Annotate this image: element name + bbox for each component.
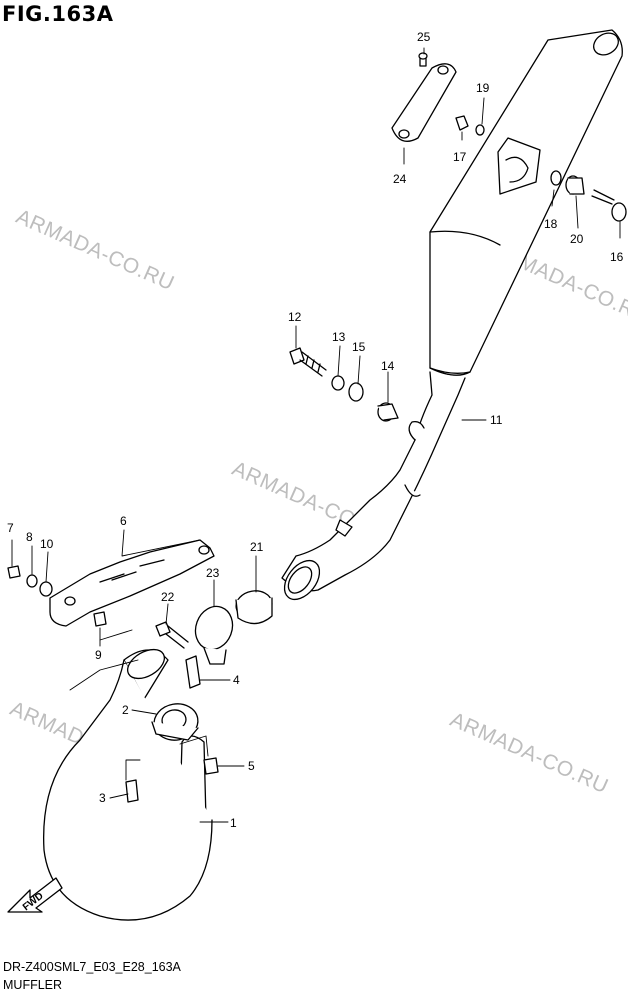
exhaust-pipe — [42, 648, 219, 921]
part-label-12: 12 — [288, 310, 302, 324]
mount-hardware-upper — [455, 115, 627, 222]
part-label-13: 13 — [332, 330, 346, 344]
part-label-5: 5 — [248, 759, 255, 773]
part-label-10: 10 — [40, 537, 54, 551]
part-label-9: 9 — [95, 648, 102, 662]
part-label-2: 2 — [122, 703, 129, 717]
part-label-7: 7 — [7, 521, 14, 535]
part-label-6: 6 — [120, 514, 127, 528]
part-label-17: 17 — [453, 150, 467, 164]
part-label-25: 25 — [417, 30, 431, 44]
part-label-3: 3 — [99, 791, 106, 805]
part-label-8: 8 — [26, 530, 33, 544]
part-label-15: 15 — [352, 340, 366, 354]
figure-title: FIG.163A — [2, 2, 114, 26]
figure-code: DR-Z400SML7_E03_E28_163A — [3, 960, 181, 974]
part-label-4: 4 — [233, 673, 240, 687]
part-label-19: 19 — [476, 81, 490, 95]
part-label-1: 1 — [230, 816, 237, 830]
part-label-22: 22 — [161, 590, 175, 604]
part-label-11: 11 — [490, 413, 503, 427]
muffler-bracket — [391, 52, 457, 142]
part-label-21: 21 — [250, 540, 264, 554]
muffler-body — [281, 29, 623, 601]
leader-lines — [11, 47, 621, 823]
part-label-23: 23 — [206, 566, 220, 580]
fwd-arrow-icon — [7, 877, 63, 913]
part-label-20: 20 — [570, 232, 584, 246]
mount-hardware-middle — [289, 347, 399, 422]
part-label-16: 16 — [610, 250, 624, 264]
part-label-18: 18 — [544, 217, 558, 231]
heat-shield-bracket — [7, 539, 215, 627]
part-label-14: 14 — [381, 359, 395, 373]
part-label-24: 24 — [393, 172, 407, 186]
joint-hardware — [155, 590, 273, 665]
figure-name: MUFFLER — [3, 978, 63, 992]
